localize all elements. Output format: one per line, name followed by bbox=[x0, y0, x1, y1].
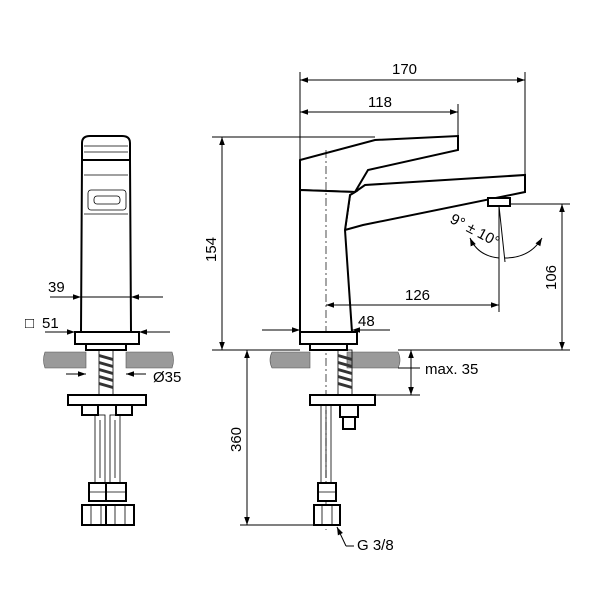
dim-body-width: 39 bbox=[48, 279, 163, 300]
dim-max-thickness: max. 35 bbox=[375, 350, 478, 396]
dim-base-diameter: 48 bbox=[262, 313, 390, 333]
dim-spout-reach: 126 bbox=[326, 206, 500, 312]
front-countertop-right bbox=[125, 351, 174, 369]
side-base bbox=[299, 331, 358, 345]
dim-label-118: 118 bbox=[368, 94, 392, 111]
dim-total-height: 154 bbox=[203, 136, 375, 351]
front-body bbox=[79, 159, 133, 333]
side-countertop-right bbox=[346, 351, 401, 369]
dim-label-170: 170 bbox=[392, 61, 417, 78]
side-view: 170 118 154 106 126 bbox=[203, 61, 570, 554]
front-base bbox=[74, 331, 140, 345]
side-countertop-left bbox=[269, 351, 311, 369]
dim-hose-length: 360 bbox=[228, 350, 314, 526]
front-view: 39 □ 51 Ø35 bbox=[25, 135, 181, 526]
front-countertop-left bbox=[43, 351, 87, 369]
front-lever-head bbox=[81, 135, 131, 161]
dim-spout-height: 106 bbox=[398, 203, 570, 351]
front-hoses bbox=[81, 414, 135, 526]
dim-square-symbol: □ bbox=[25, 315, 34, 332]
dim-label-154: 154 bbox=[203, 237, 220, 262]
dim-label-106: 106 bbox=[543, 265, 560, 290]
dim-thread: G 3/8 bbox=[336, 526, 394, 554]
dim-label-thread: G 3/8 bbox=[357, 537, 394, 554]
dim-label-126: 126 bbox=[405, 287, 430, 304]
dim-base-square: □ 51 bbox=[25, 315, 170, 335]
dim-label-d35: Ø35 bbox=[153, 369, 181, 386]
dim-lever-length: 118 bbox=[300, 94, 459, 136]
side-mounting-plate bbox=[309, 394, 376, 406]
dim-label-max35: max. 35 bbox=[425, 361, 478, 378]
side-body bbox=[299, 188, 359, 333]
side-aerator bbox=[487, 197, 511, 207]
dim-label-angle: 9° ± 10° bbox=[447, 211, 502, 251]
dim-label-39: 39 bbox=[48, 279, 65, 296]
dim-label-48: 48 bbox=[358, 313, 375, 330]
dim-label-51: 51 bbox=[42, 315, 59, 332]
dim-spout-angle: 9° ± 10° bbox=[447, 205, 543, 263]
dim-total-length: 170 bbox=[299, 61, 526, 175]
front-aerator bbox=[87, 189, 127, 211]
side-hose bbox=[313, 404, 341, 526]
front-mounting-plate bbox=[67, 394, 147, 406]
dim-hole-diameter: Ø35 bbox=[66, 369, 181, 386]
dim-label-360: 360 bbox=[228, 427, 245, 452]
